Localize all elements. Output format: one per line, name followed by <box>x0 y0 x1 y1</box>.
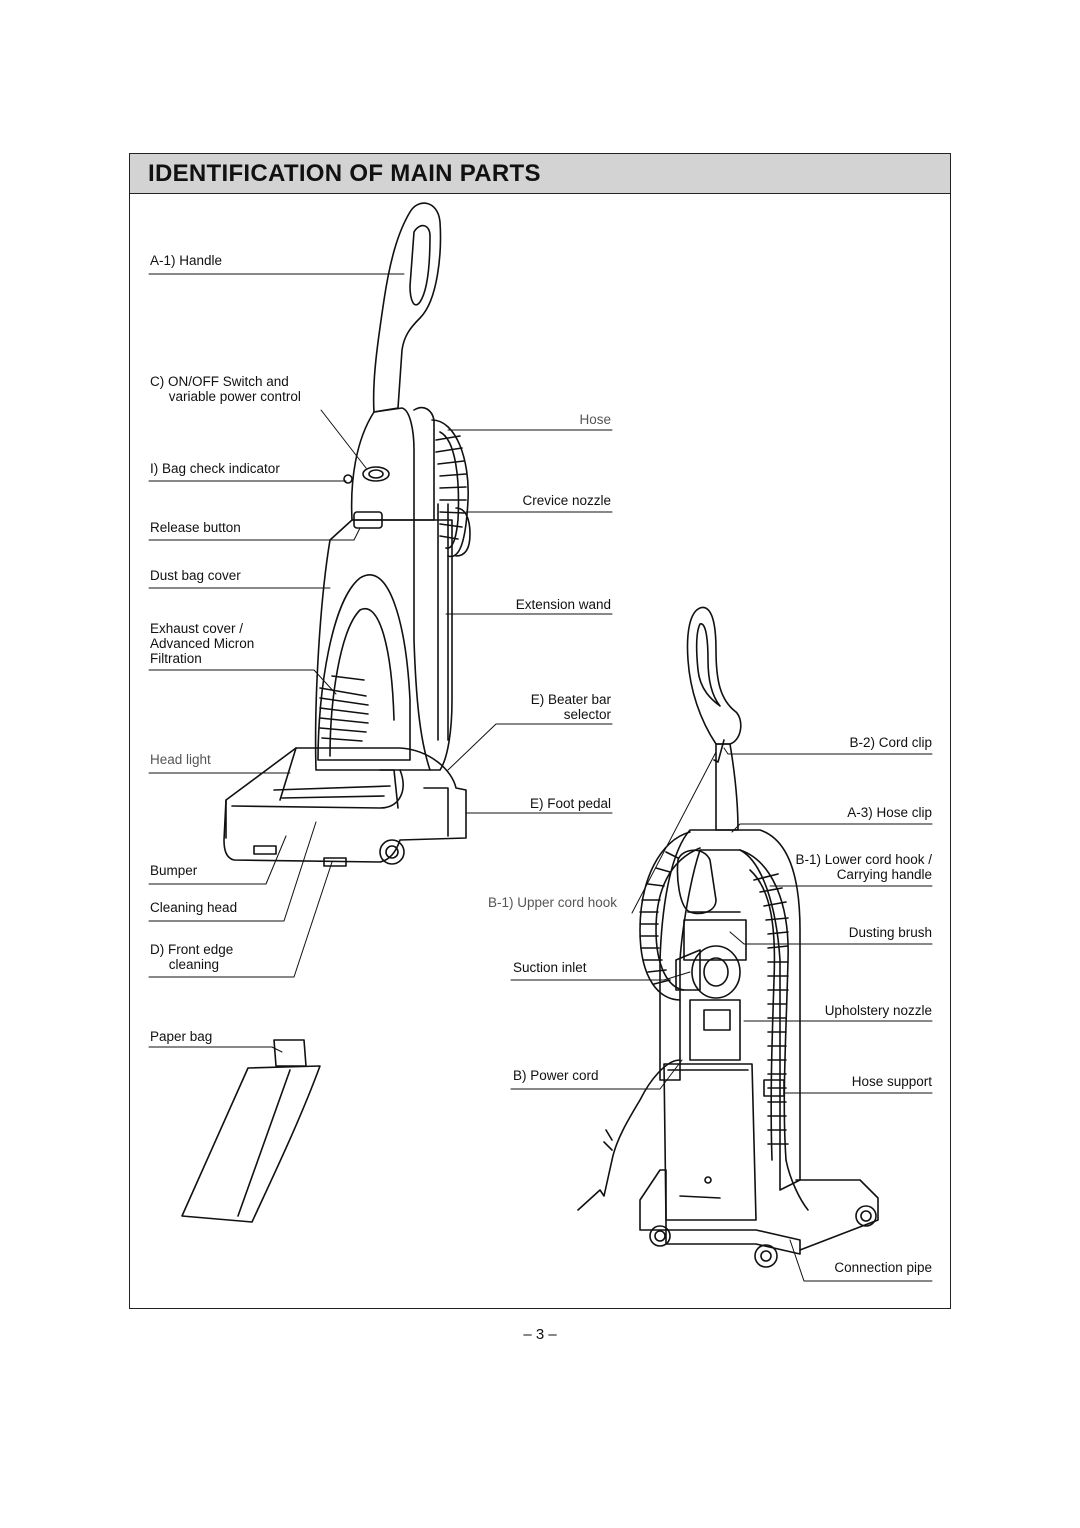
label-release-button: Release button <box>150 520 241 535</box>
label-exhaust-cover: Exhaust cover / Advanced Micron Filtrati… <box>150 621 255 666</box>
label-front-edge-cleaning: D) Front edge cleaning <box>150 942 234 972</box>
label-extension-wand: Extension wand <box>515 597 611 612</box>
back-vacuum-drawing <box>577 606 879 1268</box>
label-hose-support: Hose support <box>851 1074 932 1089</box>
label-connection-pipe: Connection pipe <box>834 1260 932 1275</box>
label-power-cord: B) Power cord <box>513 1068 599 1083</box>
label-suction-inlet: Suction inlet <box>513 960 587 975</box>
label-bumper: Bumper <box>150 863 198 878</box>
label-head-light: Head light <box>150 752 211 767</box>
label-paper-bag: Paper bag <box>150 1029 213 1044</box>
parts-frame: IDENTIFICATION OF MAIN PARTS <box>129 153 951 1309</box>
label-beater-bar-selector: E) Beater bar selector <box>530 692 611 722</box>
label-dust-bag-cover: Dust bag cover <box>150 568 241 583</box>
label-cord-clip: B-2) Cord clip <box>849 735 932 750</box>
leader-lines <box>148 273 933 1282</box>
page-title: IDENTIFICATION OF MAIN PARTS <box>148 160 541 187</box>
label-hose-clip: A-3) Hose clip <box>847 805 932 820</box>
label-hose: Hose <box>579 412 611 427</box>
label-dusting-brush: Dusting brush <box>848 925 932 940</box>
label-crevice-nozzle: Crevice nozzle <box>522 493 611 508</box>
label-onoff-switch: C) ON/OFF Switch and variable power cont… <box>150 374 301 404</box>
label-lower-cord-hook: B-1) Lower cord hook / Carrying handle <box>795 852 932 882</box>
title-bar: IDENTIFICATION OF MAIN PARTS <box>130 154 950 194</box>
paper-bag-drawing <box>181 1039 321 1223</box>
label-bag-check-indicator: I) Bag check indicator <box>150 461 280 476</box>
label-foot-pedal: E) Foot pedal <box>529 796 611 811</box>
front-vacuum-drawing <box>223 202 471 867</box>
label-handle: A-1) Handle <box>150 253 223 268</box>
label-upper-cord-hook: B-1) Upper cord hook <box>488 895 618 910</box>
label-upholstery-nozzle: Upholstery nozzle <box>824 1003 932 1018</box>
label-cleaning-head: Cleaning head <box>150 900 238 915</box>
page-number: – 3 – <box>523 1326 557 1343</box>
